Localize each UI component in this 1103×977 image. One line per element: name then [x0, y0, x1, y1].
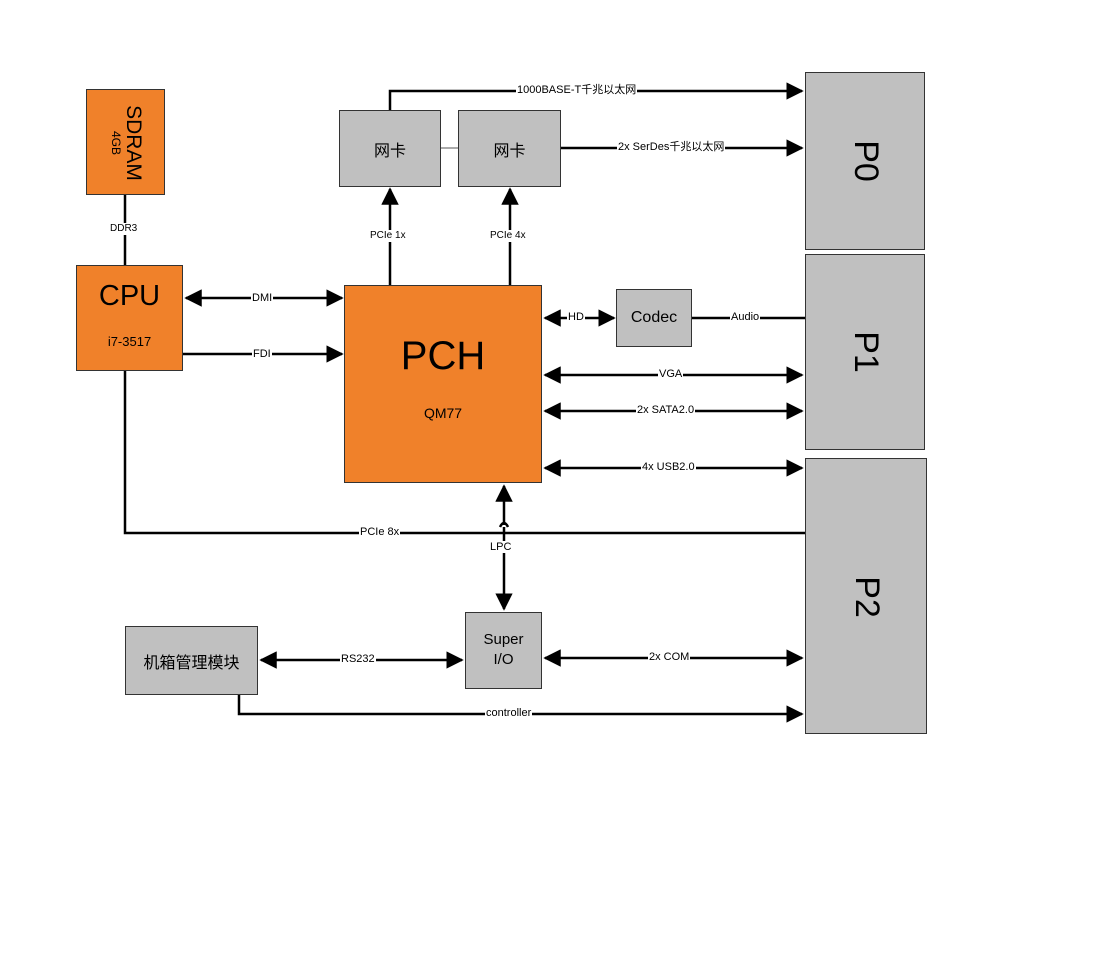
codec-label: Codec	[630, 309, 678, 326]
controller-line	[237, 695, 804, 723]
gbe-label: 1000BASE-T千兆以太网	[516, 84, 638, 96]
dmi-label: DMI	[251, 292, 274, 304]
p2-label: P2	[848, 576, 886, 618]
nic1-block: 网卡	[339, 110, 441, 187]
lpc-label: LPC	[489, 541, 513, 553]
chassis-block: 机箱管理模块	[125, 626, 258, 695]
sdram-block: SDRAM 4GB	[86, 89, 165, 195]
lpc-crossing-hop	[498, 521, 510, 528]
sdram-size: 4GB	[109, 130, 123, 155]
p0-connector: P0	[805, 72, 925, 250]
pcie8x-line	[123, 371, 806, 535]
gbe-line	[388, 82, 804, 110]
pch-model: QM77	[423, 405, 463, 421]
pch-label: PCH	[400, 334, 486, 378]
sata-label: 2x SATA2.0	[636, 404, 696, 416]
controller-label: controller	[485, 707, 533, 719]
pcie4x-label: PCIe 4x	[489, 230, 527, 242]
cpu-model: i7-3517	[107, 334, 152, 349]
nic2-block: 网卡	[458, 110, 561, 187]
superio-label-2: I/O	[493, 651, 514, 668]
cpu-block: CPU i7-3517	[76, 265, 183, 371]
hd-label: HD	[567, 311, 585, 323]
vga-label: VGA	[658, 368, 684, 380]
rs232-label: RS232	[340, 653, 376, 665]
pcie8x-label: PCIe 8x	[359, 526, 401, 538]
audio-label: Audio	[730, 311, 761, 323]
com-label: 2x COM	[648, 651, 691, 663]
usb-label: 4x USB2.0	[641, 461, 696, 473]
superio-block: Super I/O	[465, 612, 542, 689]
chassis-label: 机箱管理模块	[143, 654, 240, 672]
fdi-label: FDI	[252, 348, 272, 360]
p0-label: P0	[847, 140, 885, 182]
p1-label: P1	[847, 331, 885, 373]
p1-connector: P1	[805, 254, 925, 450]
superio-label-1: Super	[483, 631, 524, 648]
p2-connector: P2	[805, 458, 927, 734]
serdes-label: 2x SerDes千兆以太网	[617, 141, 726, 153]
codec-block: Codec	[616, 289, 692, 347]
ddr3-label: DDR3	[109, 223, 139, 235]
nic2-label: 网卡	[493, 142, 526, 160]
pcie1x-label: PCIe 1x	[369, 230, 407, 242]
pch-block: PCH QM77	[344, 285, 542, 483]
cpu-label: CPU	[98, 280, 161, 312]
nic1-label: 网卡	[373, 142, 406, 160]
